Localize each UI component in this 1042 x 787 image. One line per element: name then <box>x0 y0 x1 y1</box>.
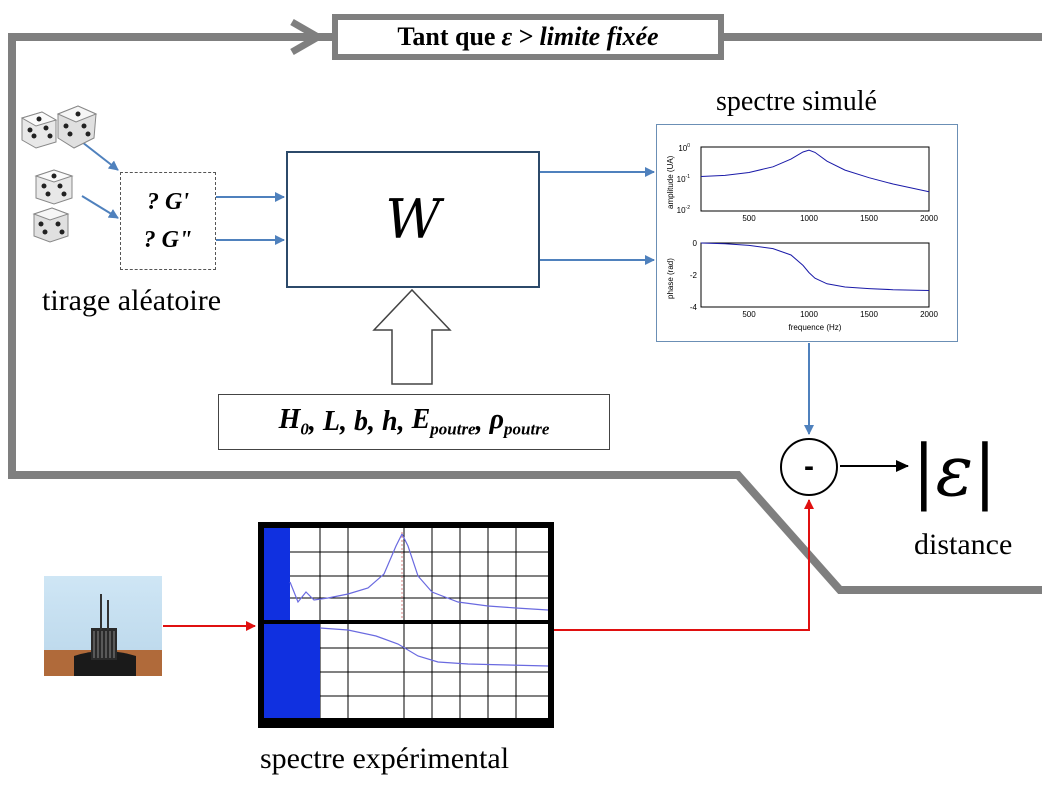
distance-label: distance <box>914 528 1013 561</box>
experimental-spectrum-label: spectre expérimental <box>260 742 510 775</box>
model-to-spectrum-arrows <box>540 167 655 265</box>
amp-tick-label: 10-2 <box>677 205 691 215</box>
simulated-spectrum-panel: amplitude (UA) 100 10-1 10-2 500 1000 1500… <box>656 124 958 342</box>
minus-sign: - <box>804 450 814 483</box>
sample-photo <box>44 576 162 676</box>
input-e-poutre: Epoutre <box>411 404 476 439</box>
feedback-loop <box>8 18 1042 594</box>
input-rho-poutre: ρpoutre <box>489 404 550 439</box>
amp-tick-label: 100 <box>678 143 690 153</box>
phase-tick-label: -4 <box>690 303 698 312</box>
x-tick-label: 1500 <box>860 310 878 319</box>
param-g-prime: ? G' <box>147 189 189 215</box>
epsilon-symbol: ε <box>935 430 974 512</box>
input-b: b <box>354 406 368 437</box>
amp-series-line <box>700 149 930 193</box>
amp-ylabel: amplitude (UA) <box>666 155 675 209</box>
model-symbol: W <box>385 188 441 251</box>
amp-plot-frame <box>700 146 930 212</box>
x-tick-label: 1000 <box>800 310 818 319</box>
phase-tick-label: 0 <box>693 239 698 248</box>
phase-ylabel: phase (rad) <box>666 258 675 299</box>
experimental-arrows <box>163 499 814 631</box>
random-draw-label: tirage aléatoire <box>42 284 222 317</box>
input-h0: H0 <box>278 404 309 439</box>
amp-tick-label: 10-1 <box>677 174 691 184</box>
phase-series-line <box>700 242 930 291</box>
phase-plot-frame <box>700 242 930 308</box>
x-tick-label: 2000 <box>920 214 938 223</box>
phase-tick-label: -2 <box>690 271 698 280</box>
inputs-box: H0, L, b, h, Epoutre, ρpoutre <box>218 394 610 450</box>
inputs-to-model-arrow <box>372 288 452 385</box>
dice-icon <box>32 169 74 243</box>
loop-suffix: > limite fixée <box>518 22 659 51</box>
simulated-spectrum-label: spectre simulé <box>716 86 877 117</box>
param-g-double-prime: ? G" <box>143 227 193 253</box>
experimental-spectrum-chart <box>258 528 554 718</box>
simulated-spectrum-chart: amplitude (UA) 100 10-1 10-2 500 1000 1500… <box>666 143 938 332</box>
x-tick-label: 1000 <box>800 214 818 223</box>
phase-xlabel: frequence (Hz) <box>789 323 842 332</box>
experimental-spectrum-panel <box>258 522 554 728</box>
dice-arrows <box>81 141 119 219</box>
loop-chevron-icon <box>290 18 326 56</box>
error-magnitude: |ε| <box>912 430 997 512</box>
x-tick-label: 500 <box>742 214 756 223</box>
params-to-model-arrows <box>216 192 285 245</box>
dice-icon <box>20 105 98 149</box>
random-params-box: ? G' ? G" <box>120 172 216 270</box>
input-h: h <box>382 406 398 437</box>
model-box: W <box>286 151 540 288</box>
loop-variable: ε <box>501 22 513 51</box>
x-tick-label: 500 <box>742 310 756 319</box>
input-l: L <box>322 406 340 437</box>
difference-operator: - <box>780 438 838 496</box>
x-tick-label: 1500 <box>860 214 878 223</box>
loop-prefix: Tant que <box>397 22 496 51</box>
x-tick-label: 2000 <box>920 310 938 319</box>
loop-condition: Tant que ε > limite fixée <box>332 14 724 60</box>
